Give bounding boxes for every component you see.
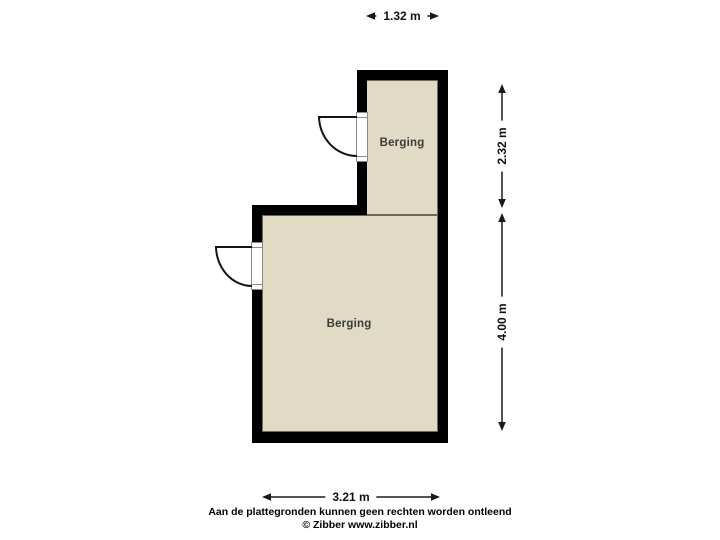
door-swing-icon xyxy=(215,246,252,287)
dimension-label-bottom-width: 3.21 m xyxy=(325,488,377,506)
wall-left-small-room xyxy=(357,162,367,215)
wall-left-large-room xyxy=(252,290,262,443)
dimension-label-right-upper-height: 2.32 m xyxy=(493,120,511,172)
footer-disclaimer: Aan de plattegronden kunnen geen rechten… xyxy=(208,506,512,518)
wall-top-small-room xyxy=(357,70,448,80)
dimension-label-top-width: 1.32 m xyxy=(376,7,428,25)
door-opening-small-room xyxy=(356,112,368,162)
dimension-label-right-lower-height: 4.00 m xyxy=(493,296,511,348)
wall-right xyxy=(438,70,448,443)
room-label-berging-large: Berging xyxy=(326,318,372,330)
wall-middle xyxy=(252,205,367,215)
room-berging-large xyxy=(262,215,438,432)
footer-copyright: © Zibber www.zibber.nl xyxy=(302,519,418,531)
wall-left-large-room xyxy=(252,205,262,242)
wall-left-small-room xyxy=(357,70,367,112)
room-berging-small xyxy=(366,80,438,215)
wall-bottom xyxy=(252,432,448,443)
door-swing-icon xyxy=(318,116,357,157)
door-opening-large-room xyxy=(251,242,263,290)
room-label-berging-small: Berging xyxy=(379,137,425,149)
